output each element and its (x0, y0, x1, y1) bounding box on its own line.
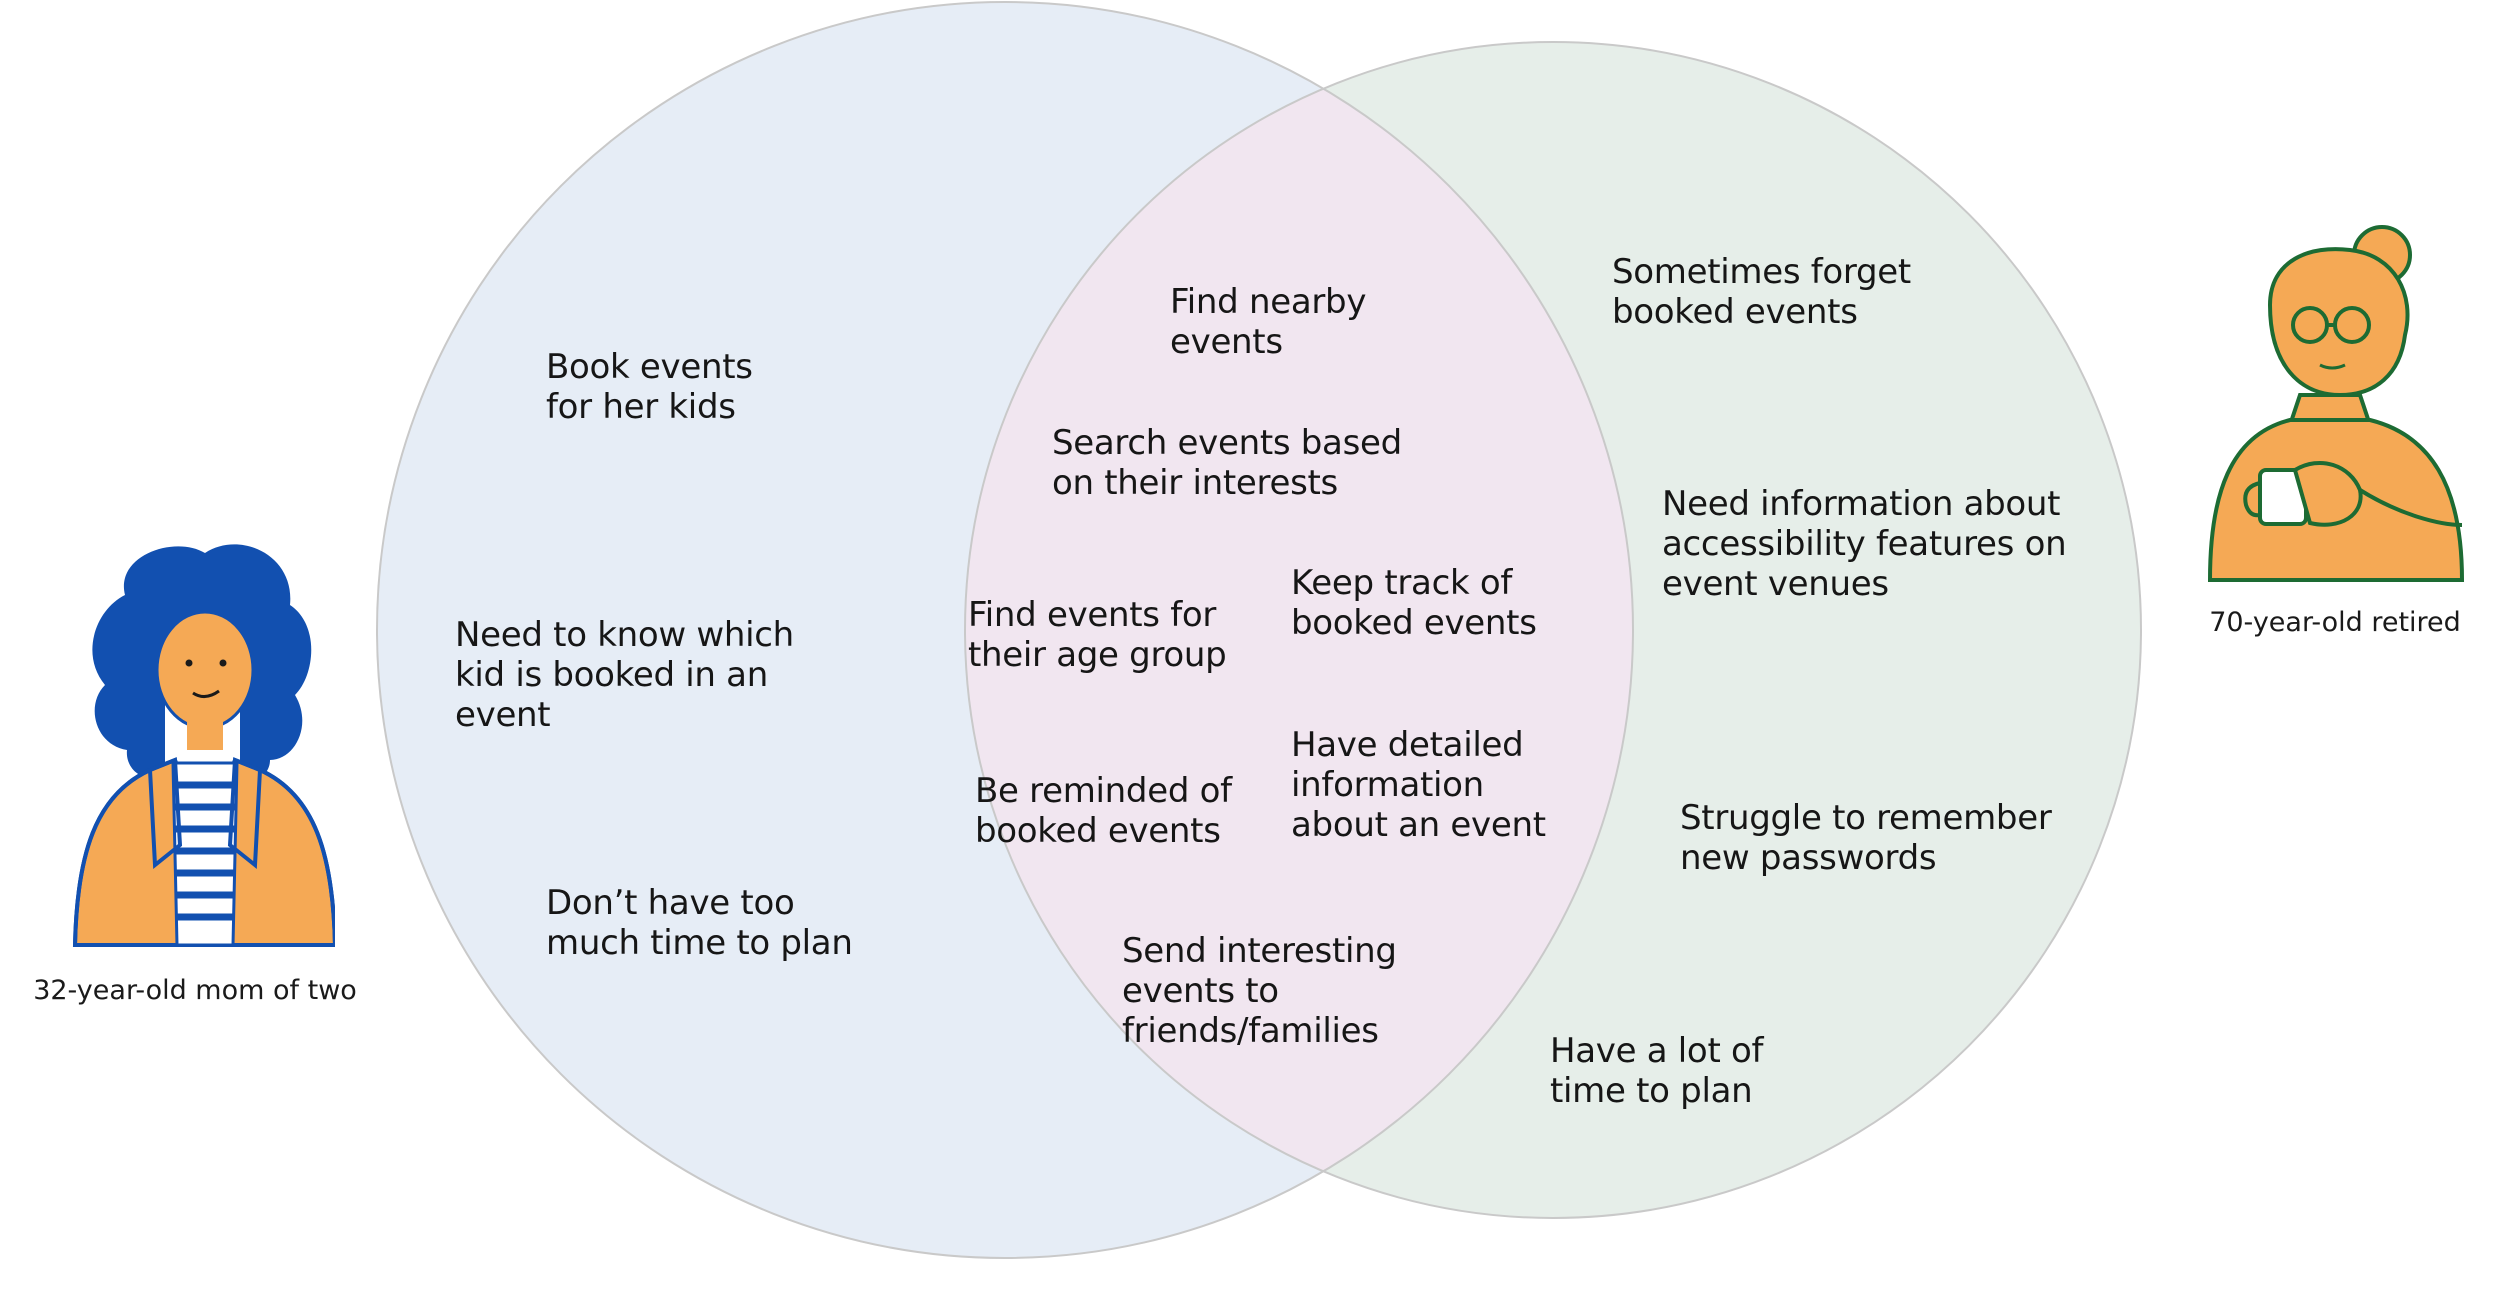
right-circle-outline (964, 41, 2142, 1219)
persona-caption-left: 32-year-old mom of two (33, 975, 357, 1006)
overlap-item-detailed-info: Have detailed information about an event (1291, 725, 1546, 845)
overlap-item-send-events: Send interesting events to friends/famil… (1122, 931, 1397, 1051)
left-circle-outline (376, 1, 1634, 1259)
right-item-lot-of-time: Have a lot of time to plan (1550, 1031, 1764, 1111)
right-item-accessibility: Need information about accessibility fea… (1662, 484, 2067, 604)
mom-persona (55, 535, 338, 955)
retired-persona (2200, 225, 2470, 585)
left-item-book-events: Book events for her kids (546, 347, 753, 427)
overlap-item-search-interests: Search events based on their interests (1052, 423, 1402, 503)
persona-caption-right: 70-year-old retired (2209, 607, 2461, 638)
left-item-no-time: Don’t have too much time to plan (546, 883, 853, 963)
right-item-passwords: Struggle to remember new passwords (1680, 798, 2052, 878)
overlap-item-keep-track: Keep track of booked events (1291, 563, 1537, 643)
right-item-forget: Sometimes forget booked events (1612, 252, 1911, 332)
overlap-item-reminded: Be reminded of booked events (975, 771, 1232, 851)
overlap-region (965, 42, 1633, 1218)
mom-illustration-icon (72, 544, 338, 947)
retired-woman-illustration-icon (2207, 225, 2465, 582)
left-item-need-to-know: Need to know which kid is booked in an e… (455, 615, 794, 735)
overlap-item-age-group: Find events for their age group (968, 595, 1227, 675)
overlap-item-find-nearby: Find nearby events (1170, 282, 1367, 362)
